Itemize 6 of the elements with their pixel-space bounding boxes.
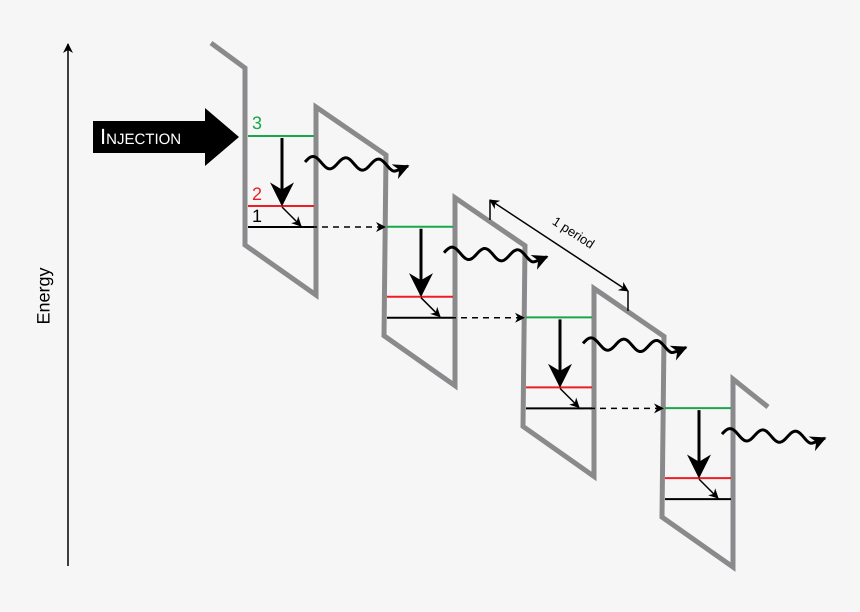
- level-number: 2: [252, 185, 262, 203]
- injection-label: Injection: [100, 124, 182, 150]
- injection-arrow: [93, 108, 239, 166]
- level-number: 1: [252, 207, 262, 225]
- level-number: 3: [252, 114, 262, 132]
- axis-title: Energy: [34, 267, 53, 325]
